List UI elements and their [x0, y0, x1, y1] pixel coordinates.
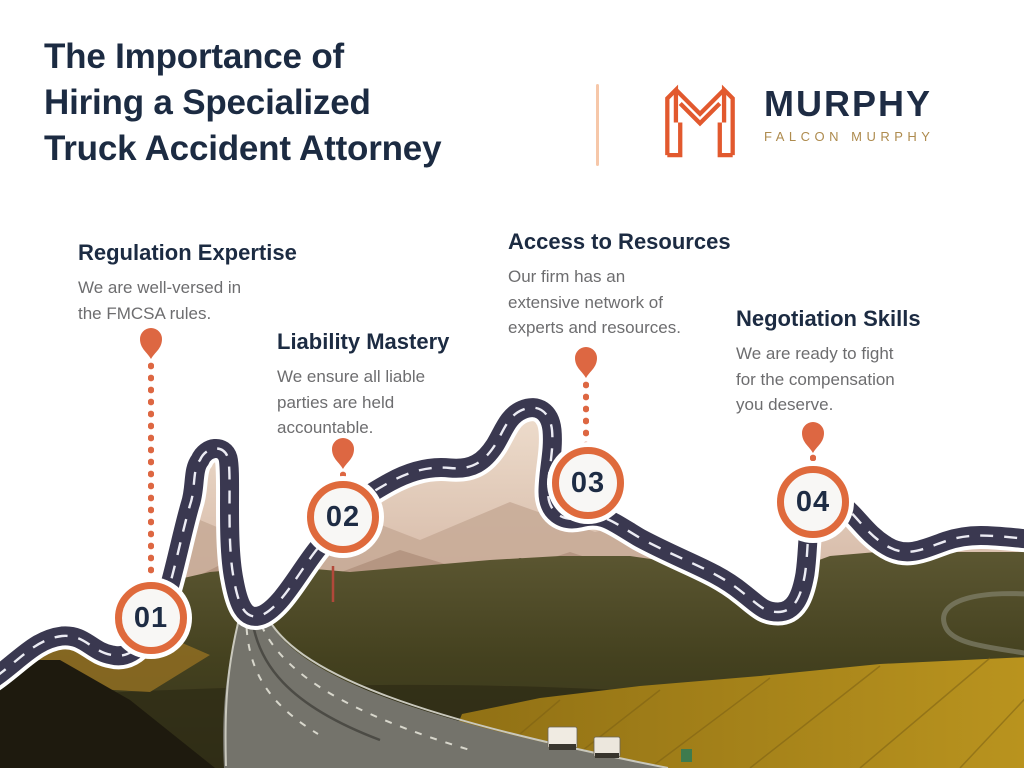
milestone-1-body: We are well-versed in the FMCSA rules.	[78, 278, 242, 323]
logo-name: MURPHY	[764, 83, 933, 124]
page-title: The Importance of Hiring a Specialized T…	[44, 37, 442, 169]
highway-right-edge	[262, 606, 669, 768]
milestone-4-body: We are ready to fight for the compensati…	[736, 344, 895, 415]
milestone-1: Regulation Expertise We are well-versed …	[78, 240, 297, 326]
logo-subtitle: FALCON MURPHY	[764, 129, 935, 144]
milestone-2-heading: Liability Mastery	[277, 329, 450, 354]
milestone-node-1: 01	[115, 582, 187, 654]
milestone-4-number: 04	[795, 485, 831, 518]
dotted-connector-3	[583, 381, 589, 443]
dark-rocks-left	[0, 660, 215, 768]
milestone-2-body: We ensure all liable parties are held ac…	[277, 367, 426, 438]
dotted-connector-4	[810, 454, 816, 465]
milestone-3-number: 03	[570, 466, 606, 499]
logo: MURPHY FALCON MURPHY	[654, 76, 934, 162]
milestone-1-heading: Regulation Expertise	[78, 240, 297, 265]
golden-field	[440, 656, 1024, 768]
truck-2	[593, 736, 621, 758]
field-furrows	[479, 657, 1024, 768]
milestone-4-heading: Negotiation Skills	[736, 306, 921, 331]
dotted-connector-2	[340, 471, 346, 482]
milestone-2-number: 02	[325, 500, 361, 533]
milestone-node-3: 03	[552, 447, 624, 519]
lane-dashes-left	[245, 611, 319, 735]
map-pin-icon-2	[332, 438, 354, 469]
dotted-connector-1	[148, 362, 154, 580]
milestone-3-body: Our firm has an extensive network of exp…	[508, 267, 681, 338]
highway	[223, 606, 665, 768]
truck-1	[547, 726, 578, 750]
hill-track	[941, 591, 1024, 661]
road-center-dashes	[0, 406, 1024, 676]
milestone-node-4: 04	[777, 466, 849, 538]
header-divider	[596, 84, 599, 166]
murphy-monogram-icon	[665, 84, 735, 158]
logo-text: MURPHY FALCON MURPHY	[764, 76, 935, 145]
map-pin-icon-1	[140, 328, 162, 359]
road-sign	[681, 749, 692, 762]
milestone-node-2: 02	[307, 481, 379, 553]
milestone-3: Access to Resources Our firm has an exte…	[508, 229, 731, 341]
highway-left-edge	[224, 606, 243, 767]
map-pin-icon-4	[802, 422, 824, 453]
milestone-4: Negotiation Skills We are ready to fight…	[736, 306, 921, 418]
milestone-1-number: 01	[133, 601, 169, 634]
milestone-2: Liability Mastery We ensure all liable p…	[277, 329, 449, 441]
map-pin-icon-3	[575, 347, 597, 378]
milestone-3-heading: Access to Resources	[508, 229, 731, 254]
